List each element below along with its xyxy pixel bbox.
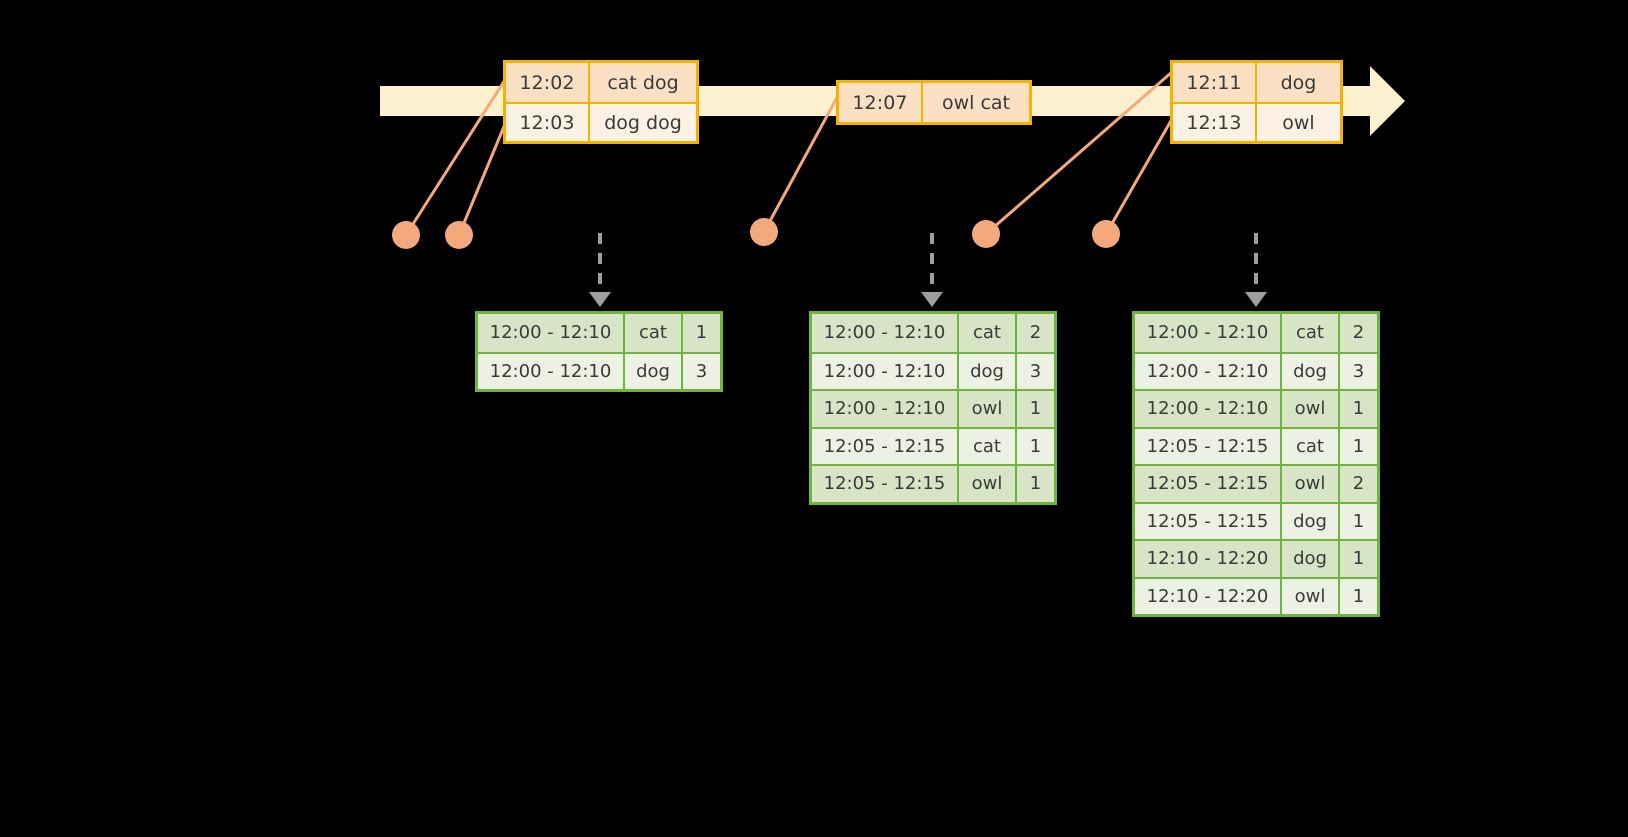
connector-line-5 bbox=[1104, 110, 1178, 236]
cell-key: cat bbox=[959, 314, 1017, 352]
cell-count: 2 bbox=[1340, 314, 1377, 352]
event-dots bbox=[392, 218, 1120, 249]
connector-line-3 bbox=[762, 90, 842, 234]
event-payload: cat dog bbox=[590, 63, 696, 102]
cell-count: 1 bbox=[1017, 428, 1054, 464]
cell-count: 2 bbox=[1017, 314, 1054, 352]
event-dot-4 bbox=[972, 220, 1000, 248]
cell-count: 1 bbox=[683, 314, 720, 352]
emit-arrow-head-2 bbox=[921, 292, 943, 307]
cell-window: 12:00 - 12:10 bbox=[1135, 353, 1282, 389]
cell-window: 12:00 - 12:10 bbox=[1135, 391, 1282, 427]
cell-count: 1 bbox=[1340, 503, 1377, 539]
cell-window: 12:10 - 12:20 bbox=[1135, 578, 1282, 614]
event-time: 12:13 bbox=[1173, 104, 1257, 141]
cell-count: 3 bbox=[1340, 353, 1377, 389]
event-time: 12:11 bbox=[1173, 63, 1257, 102]
cell-count: 1 bbox=[1017, 391, 1054, 427]
event-dot-2 bbox=[445, 221, 473, 249]
cell-key: dog bbox=[1282, 541, 1340, 577]
cell-count: 3 bbox=[683, 353, 720, 389]
cell-window: 12:05 - 12:15 bbox=[1135, 503, 1282, 539]
cell-window: 12:10 - 12:20 bbox=[1135, 541, 1282, 577]
cell-window: 12:00 - 12:10 bbox=[478, 353, 625, 389]
emit-arrow-head-1 bbox=[589, 292, 611, 307]
cell-key: owl bbox=[1282, 466, 1340, 502]
cell-window: 12:05 - 12:15 bbox=[1135, 428, 1282, 464]
cell-key: cat bbox=[1282, 314, 1340, 352]
event-payload: dog dog bbox=[590, 104, 696, 141]
event-dot-3 bbox=[750, 218, 778, 246]
cell-key: dog bbox=[959, 353, 1017, 389]
event-time: 12:07 bbox=[839, 83, 923, 122]
event-payload: dog bbox=[1257, 63, 1340, 102]
event-time: 12:02 bbox=[506, 63, 590, 102]
cell-window: 12:00 - 12:10 bbox=[812, 314, 959, 352]
cell-key: cat bbox=[959, 428, 1017, 464]
cell-window: 12:00 - 12:10 bbox=[478, 314, 625, 352]
cell-key: dog bbox=[1282, 353, 1340, 389]
cell-key: dog bbox=[625, 353, 683, 389]
event-dot-1 bbox=[392, 221, 420, 249]
cell-key: owl bbox=[959, 466, 1017, 502]
event-payload: owl bbox=[1257, 104, 1340, 141]
cell-key: owl bbox=[1282, 391, 1340, 427]
cell-count: 1 bbox=[1340, 391, 1377, 427]
cell-count: 1 bbox=[1340, 578, 1377, 614]
cell-window: 12:05 - 12:15 bbox=[812, 466, 959, 502]
cell-count: 1 bbox=[1017, 466, 1054, 502]
cell-key: owl bbox=[959, 391, 1017, 427]
cell-window: 12:05 - 12:15 bbox=[1135, 466, 1282, 502]
cell-count: 2 bbox=[1340, 466, 1377, 502]
event-dot-5 bbox=[1092, 220, 1120, 248]
cell-count: 1 bbox=[1340, 428, 1377, 464]
cell-window: 12:00 - 12:10 bbox=[812, 391, 959, 427]
connector-line-1 bbox=[404, 70, 512, 237]
cell-key: cat bbox=[1282, 428, 1340, 464]
cell-window: 12:00 - 12:10 bbox=[1135, 314, 1282, 352]
event-time: 12:03 bbox=[506, 104, 590, 141]
cell-key: owl bbox=[1282, 578, 1340, 614]
emit-arrows bbox=[589, 233, 1267, 307]
cell-window: 12:05 - 12:15 bbox=[812, 428, 959, 464]
cell-key: cat bbox=[625, 314, 683, 352]
event-payload: owl cat bbox=[923, 83, 1029, 122]
cell-count: 1 bbox=[1340, 541, 1377, 577]
emit-arrow-head-3 bbox=[1245, 292, 1267, 307]
cell-window: 12:00 - 12:10 bbox=[812, 353, 959, 389]
cell-count: 3 bbox=[1017, 353, 1054, 389]
cell-key: dog bbox=[1282, 503, 1340, 539]
